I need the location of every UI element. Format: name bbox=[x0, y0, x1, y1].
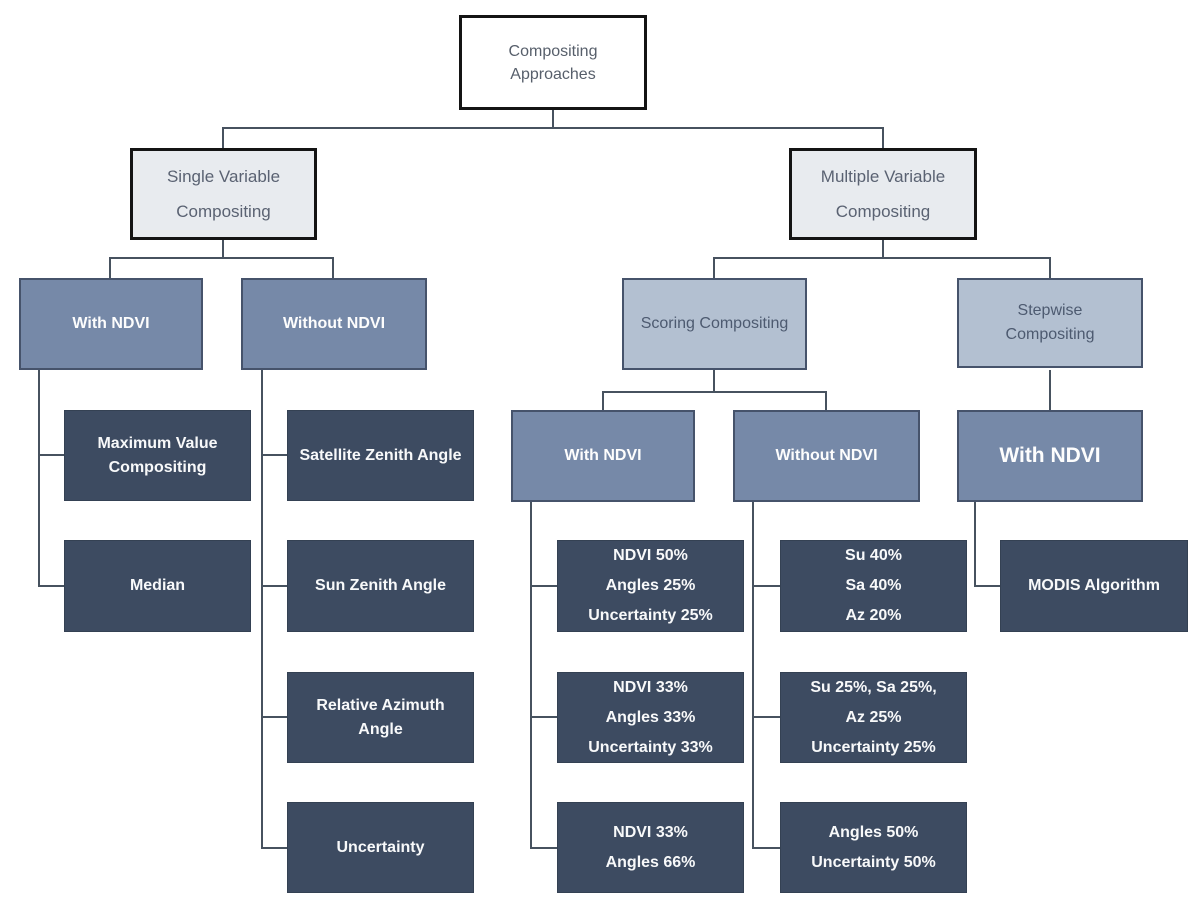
node-single-without-ndvi: Without NDVI bbox=[241, 278, 427, 370]
node-sun-zenith-angle: Sun Zenith Angle bbox=[287, 540, 474, 632]
node-su40-sa40-az20: Su 40% Sa 40% Az 20% bbox=[780, 540, 967, 632]
node-uncertainty: Uncertainty bbox=[287, 802, 474, 893]
node-ndvi33-angles33-uncertainty33: NDVI 33% Angles 33% Uncertainty 33% bbox=[557, 672, 744, 763]
node-satellite-zenith-angle: Satellite Zenith Angle bbox=[287, 410, 474, 501]
node-ndvi33-angles66: NDVI 33% Angles 66% bbox=[557, 802, 744, 893]
node-median: Median bbox=[64, 540, 251, 632]
node-ndvi50-angles25-uncertainty25: NDVI 50% Angles 25% Uncertainty 25% bbox=[557, 540, 744, 632]
node-single-variable-compositing: Single Variable Compositing bbox=[130, 148, 317, 240]
node-maximum-value-compositing: Maximum Value Compositing bbox=[64, 410, 251, 501]
node-stepwise-with-ndvi: With NDVI bbox=[957, 410, 1143, 502]
node-single-with-ndvi: With NDVI bbox=[19, 278, 203, 370]
node-relative-azimuth-angle: Relative Azimuth Angle bbox=[287, 672, 474, 763]
node-multiple-variable-compositing: Multiple Variable Compositing bbox=[789, 148, 977, 240]
node-stepwise-compositing: Stepwise Compositing bbox=[957, 278, 1143, 368]
node-scoring-compositing: Scoring Compositing bbox=[622, 278, 807, 370]
node-su25-sa25-az25-uncertainty25: Su 25%, Sa 25%, Az 25% Uncertainty 25% bbox=[780, 672, 967, 763]
node-compositing-approaches: Compositing Approaches bbox=[459, 15, 647, 110]
node-scoring-with-ndvi: With NDVI bbox=[511, 410, 695, 502]
node-modis-algorithm: MODIS Algorithm bbox=[1000, 540, 1188, 632]
node-angles50-uncertainty50: Angles 50% Uncertainty 50% bbox=[780, 802, 967, 893]
node-scoring-without-ndvi: Without NDVI bbox=[733, 410, 920, 502]
